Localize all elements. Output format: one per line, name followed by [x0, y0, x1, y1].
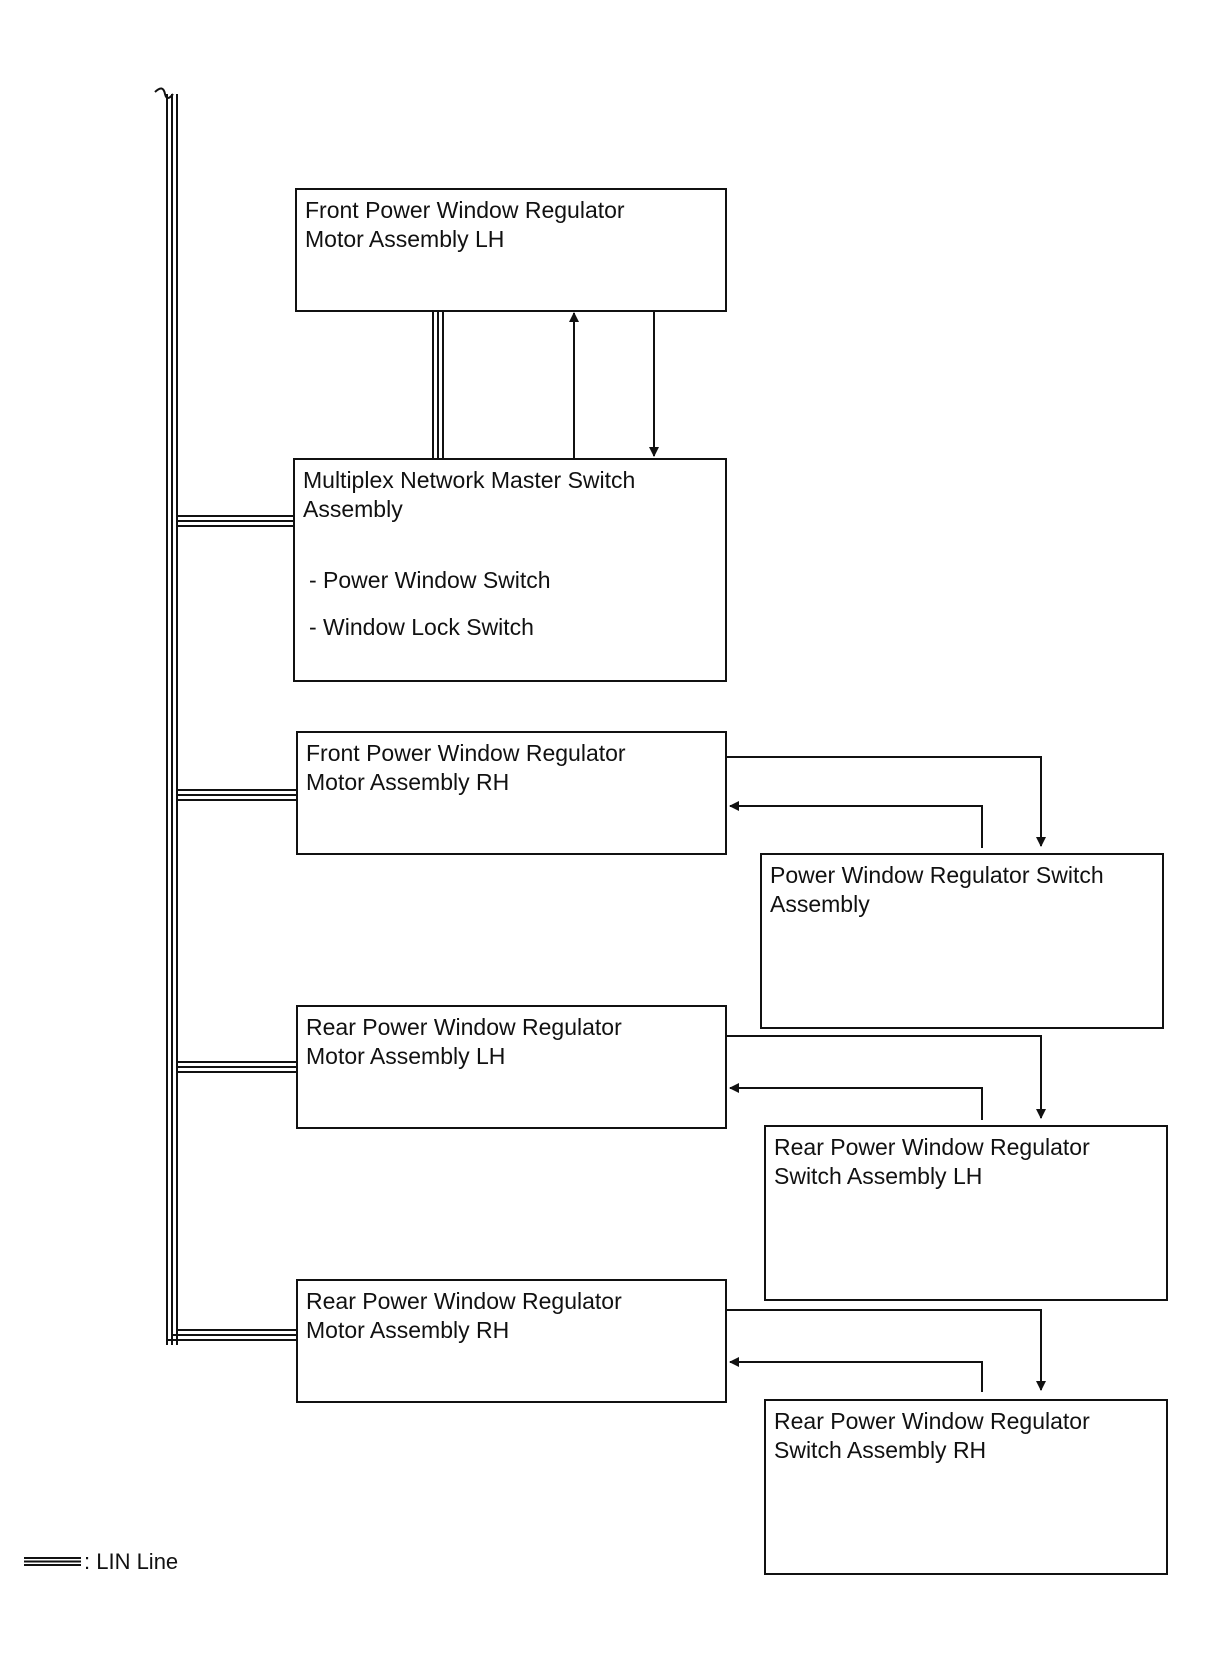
lin-branch-front-rh	[177, 789, 296, 801]
rear-lh-switch-label: Rear Power Window Regulator Switch Assem…	[774, 1134, 1090, 1189]
front-rh-motor-label: Front Power Window Regulator Motor Assem…	[306, 740, 626, 795]
rear-rh-motor-box: Rear Power Window Regulator Motor Assemb…	[296, 1279, 727, 1403]
legend-label: : LIN Line	[84, 1549, 179, 1574]
rear-rh-motor-label: Rear Power Window Regulator Motor Assemb…	[306, 1288, 622, 1343]
signal-arrow-switch-to-rear-lh	[729, 1083, 983, 1120]
front-lh-motor-label: Front Power Window Regulator Motor Assem…	[305, 197, 625, 252]
signal-arrow-rear-lh-to-switch	[727, 1035, 1046, 1119]
signal-arrow-switch-to-rear-rh	[729, 1357, 983, 1392]
lin-branch-rear-lh	[177, 1061, 296, 1073]
rear-rh-switch-box: Rear Power Window Regulator Switch Assem…	[764, 1399, 1168, 1575]
rear-lh-motor-label: Rear Power Window Regulator Motor Assemb…	[306, 1014, 622, 1069]
power-window-switch-item: - Power Window Switch	[309, 567, 551, 593]
power-window-switch-box: Power Window Regulator Switch Assembly	[760, 853, 1164, 1029]
signal-arrow-switch-to-front-rh	[729, 801, 983, 848]
rear-lh-switch-box: Rear Power Window Regulator Switch Assem…	[764, 1125, 1168, 1301]
break-mark-icon	[154, 87, 174, 99]
rear-rh-switch-label: Rear Power Window Regulator Switch Assem…	[774, 1408, 1090, 1463]
rear-lh-motor-box: Rear Power Window Regulator Motor Assemb…	[296, 1005, 727, 1129]
signal-arrow-front-rh-to-switch	[727, 756, 1046, 847]
lin-link-front-lh-master	[432, 312, 444, 458]
master-switch-box: Multiplex Network Master Switch Assembly…	[293, 458, 727, 682]
lin-branch-master	[177, 515, 293, 527]
lin-bus-trunk	[154, 87, 178, 1345]
signal-arrow-rear-rh-to-switch	[727, 1309, 1046, 1391]
power-window-switch-label: Power Window Regulator Switch Assembly	[770, 862, 1104, 917]
front-lh-motor-box: Front Power Window Regulator Motor Assem…	[295, 188, 727, 312]
lin-line-symbol-icon	[24, 1557, 81, 1566]
front-rh-motor-box: Front Power Window Regulator Motor Assem…	[296, 731, 727, 855]
master-switch-label: Multiplex Network Master Switch Assembly	[303, 467, 636, 522]
lin-branch-rear-rh	[167, 1329, 296, 1341]
window-lock-switch-item: - Window Lock Switch	[309, 614, 534, 640]
